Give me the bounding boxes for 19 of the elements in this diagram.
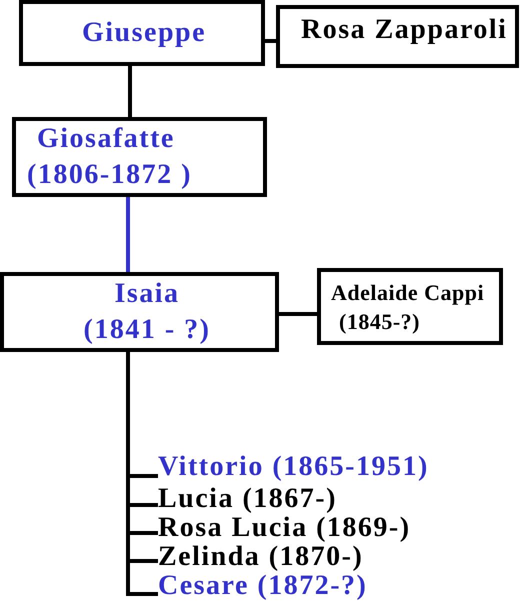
person-box <box>317 268 503 345</box>
person-name: Rosa Lucia (1869-) <box>158 513 411 542</box>
person-name: Giuseppe <box>82 17 208 49</box>
person-box <box>276 5 519 68</box>
person-name: Vittorio (1865-1951) <box>158 452 429 481</box>
connector-line <box>128 66 132 117</box>
person-box <box>19 0 265 66</box>
person-name: Rosa Zapparoli <box>301 14 508 46</box>
connector-line <box>126 197 130 272</box>
connector-line <box>265 39 276 43</box>
person-name: Lucia (1867-) <box>158 484 337 513</box>
person-name: Zelinda (1870-) <box>158 542 364 571</box>
person-name: Isaia (1841 - ?) <box>82 277 212 347</box>
person-name: Giosafatte (1806-1872 ) <box>27 122 193 192</box>
person-box <box>12 117 267 197</box>
connector-line <box>279 312 317 316</box>
person-box <box>0 272 279 352</box>
person-name: Adelaide Cappi (1845-?) <box>331 279 486 336</box>
person-name: Cesare (1872-?) <box>158 571 368 600</box>
